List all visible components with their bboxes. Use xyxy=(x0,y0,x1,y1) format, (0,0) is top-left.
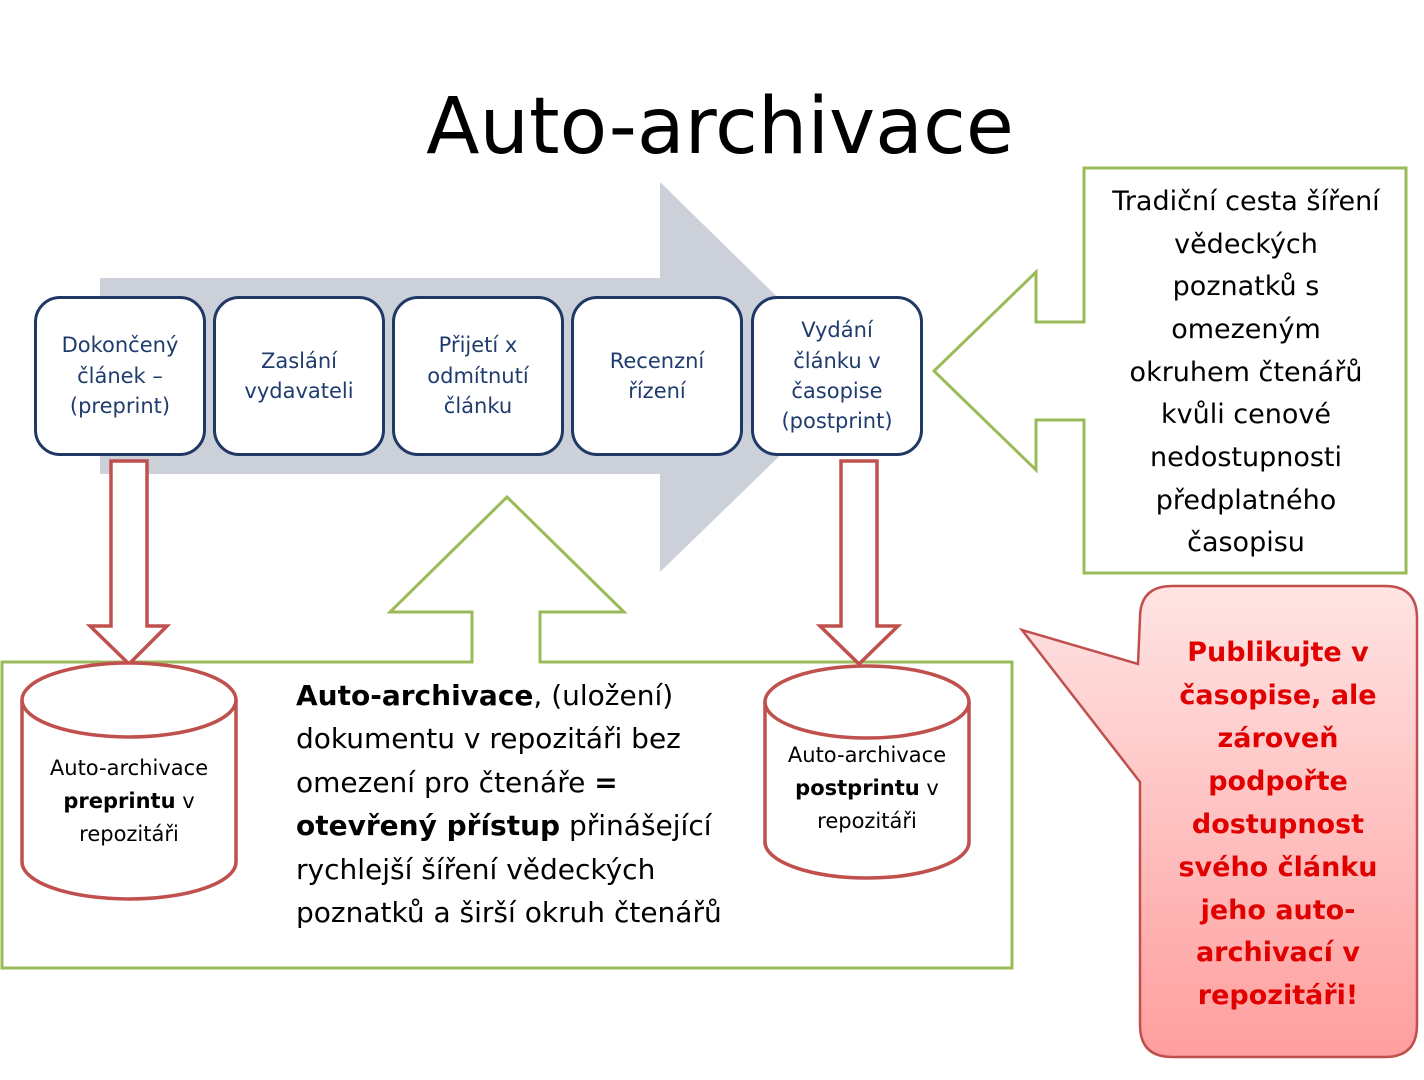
step-publication: Vydání článku v časopise (postprint) xyxy=(751,296,923,456)
explanation-part2: přinášející rychlejší šíření vědeckých p… xyxy=(296,809,722,929)
preprint-line1: Auto-archivace xyxy=(49,756,209,780)
preprint-repository-label: Auto-archivace preprintu v repozitáři xyxy=(24,752,234,852)
explanation-text: Auto-archivace, (uložení) dokumentu v re… xyxy=(296,674,726,934)
down-arrow-postprint xyxy=(815,459,903,667)
preprint-suffix: v xyxy=(175,789,195,814)
step-peer-review: Recenzní řízení xyxy=(571,296,743,456)
preprint-bold: preprintu xyxy=(63,789,176,814)
slide-title: Auto-archivace xyxy=(426,82,1014,172)
postprint-bold: postprintu xyxy=(795,776,920,801)
publish-callout-text: Publikujte v časopise, ale zároveň podpo… xyxy=(1178,637,1378,1012)
postprint-repository-label: Auto-archivace postprintu v repozitáři xyxy=(767,739,967,839)
postprint-line3: repozitáři xyxy=(817,809,917,834)
publish-callout-bubble xyxy=(1018,584,1419,1059)
preprint-repository-cylinder xyxy=(20,661,238,901)
explanation-part1: , (uložení) dokumentu v repozitáři bez o… xyxy=(296,679,681,799)
traditional-callout-text: Tradiční cesta šíření vědeckých poznatků… xyxy=(1112,186,1380,559)
explanation-bold-term: Auto-archivace xyxy=(296,679,534,712)
step-submission: Zaslání vydavateli xyxy=(213,296,385,456)
postprint-suffix: v xyxy=(919,776,939,801)
preprint-line3: repozitáři xyxy=(79,822,179,847)
step-acceptance: Přijetí x odmítnutí článku xyxy=(392,296,564,456)
postprint-repository-cylinder xyxy=(763,664,971,880)
postprint-line1: Auto-archivace xyxy=(787,743,947,767)
down-arrow-preprint xyxy=(85,459,172,667)
explanation-frame xyxy=(0,494,1014,970)
explanation-bold-open-access: = otevřený přístup xyxy=(296,765,618,843)
traditional-callout-shape xyxy=(931,166,1408,575)
step-finished-article: Dokončený článek – (preprint) xyxy=(34,296,206,456)
